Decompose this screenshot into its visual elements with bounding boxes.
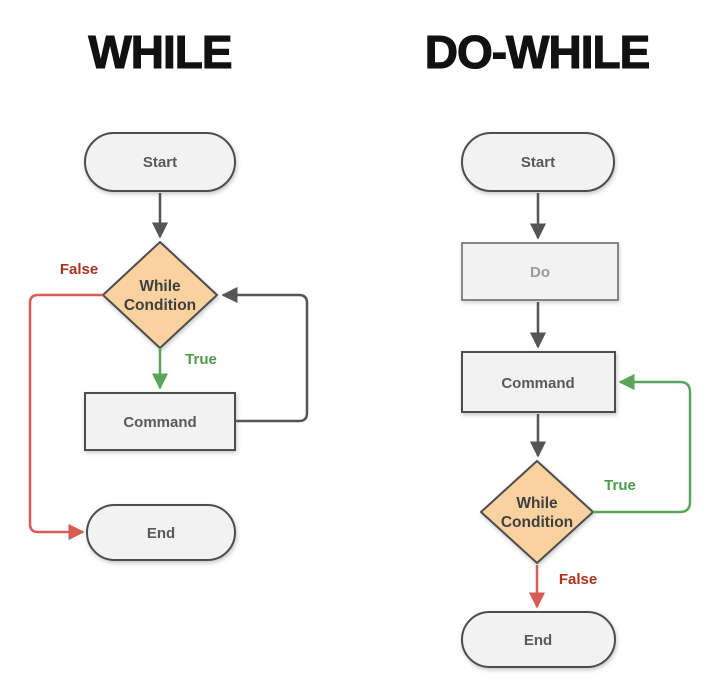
while-condition-label-line2: Condition [124, 297, 196, 314]
while-end-node [86, 504, 236, 561]
while-condition-node [102, 241, 218, 349]
while-end-label: End [147, 525, 175, 542]
while-start-label: Start [143, 154, 177, 171]
do-while-start-node [461, 132, 615, 192]
do-while-end-node [461, 611, 616, 668]
do-while-condition-label-line2: Condition [501, 514, 573, 531]
do-while-command-node [461, 351, 616, 413]
while-false-edge [28, 293, 103, 541]
while-loop-edge [221, 286, 309, 423]
while-condition-label-line1: While [139, 278, 181, 295]
do-while-start-label: Start [521, 154, 555, 171]
while-title: WHILE [88, 26, 231, 78]
do-while-true-edge-label: True [604, 477, 636, 494]
while-true-edge-label: True [185, 351, 217, 368]
do-while-true-edge [593, 373, 692, 514]
while-start-node [84, 132, 236, 192]
while-command-node [84, 392, 236, 451]
do-while-condition-label-line1: While [516, 495, 558, 512]
while-false-edge-label: False [60, 261, 98, 278]
do-while-do-node [461, 242, 619, 301]
do-while-false-edge-label: False [559, 571, 597, 588]
while-diagram: WHILE Start While Condition False True C… [28, 25, 309, 561]
while-command-label: Command [123, 414, 196, 431]
do-while-command-label: Command [501, 375, 574, 392]
do-while-condition-node [480, 460, 594, 564]
do-while-end-label: End [524, 632, 552, 649]
do-while-do-label: Do [530, 264, 550, 281]
do-while-title: DO-WHILE [425, 26, 650, 78]
do-while-diagram: DO-WHILE Start Do Command While Conditio… [424, 25, 692, 668]
